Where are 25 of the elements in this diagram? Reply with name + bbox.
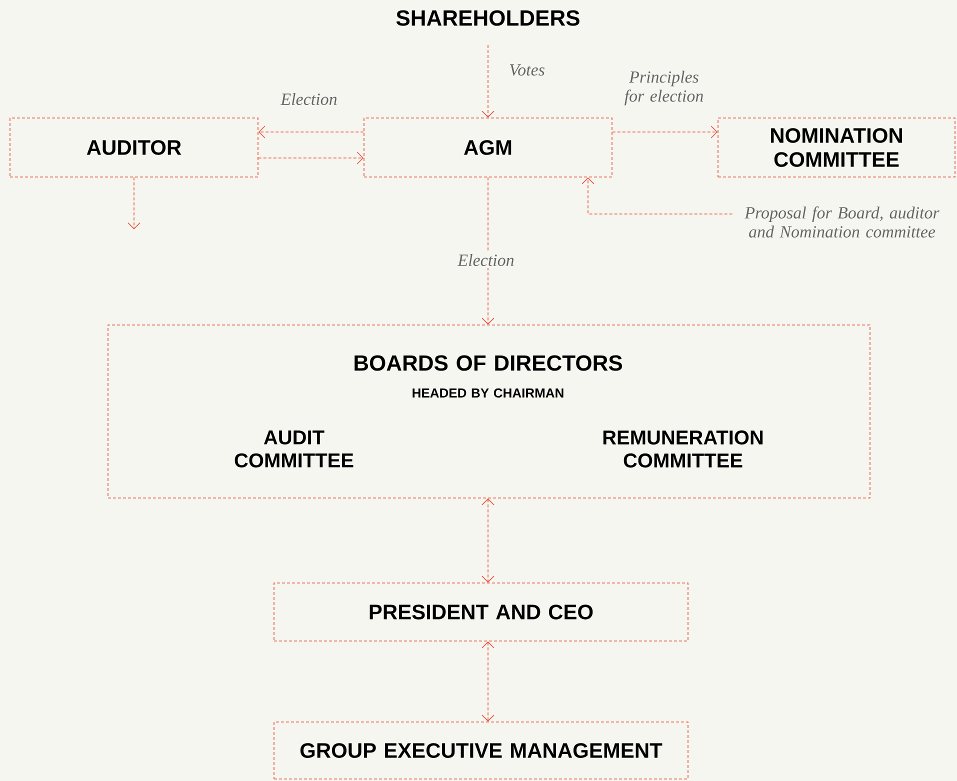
arrow xyxy=(582,177,733,214)
committee-name: AUDIT COMMITTEE xyxy=(234,430,354,468)
org-box: AGM xyxy=(364,118,612,178)
board-title: BOARDS OF DIRECTORS xyxy=(354,355,622,371)
arrow xyxy=(482,177,494,325)
arrow xyxy=(258,126,364,138)
arrow xyxy=(482,498,494,583)
edge-label: Election xyxy=(278,91,340,107)
org-box: NOMINATION COMMITTEE xyxy=(718,118,956,178)
heading-text: SHAREHOLDERS xyxy=(396,10,580,26)
committee-name: REMUNERATION COMMITTEE xyxy=(603,430,763,468)
board-subtitle: HEADED BY CHAIRMAN xyxy=(412,388,564,398)
arrow xyxy=(482,641,494,722)
org-box: PRESIDENT AND CEO xyxy=(274,582,688,642)
board-box xyxy=(108,324,870,498)
note-text: Proposal for Board, auditor and Nomination committee xyxy=(744,206,940,238)
org-box: AUDITOR xyxy=(10,118,258,178)
arrow xyxy=(128,177,140,230)
edge-label: Principles for election xyxy=(612,68,716,108)
org-box: GROUP EXECUTIVE MANAGEMENT xyxy=(274,722,688,780)
arrow xyxy=(258,152,364,164)
edge-label: Votes xyxy=(507,62,547,78)
arrow xyxy=(612,126,718,138)
edge-label: Election xyxy=(456,252,516,268)
arrow xyxy=(482,44,494,118)
